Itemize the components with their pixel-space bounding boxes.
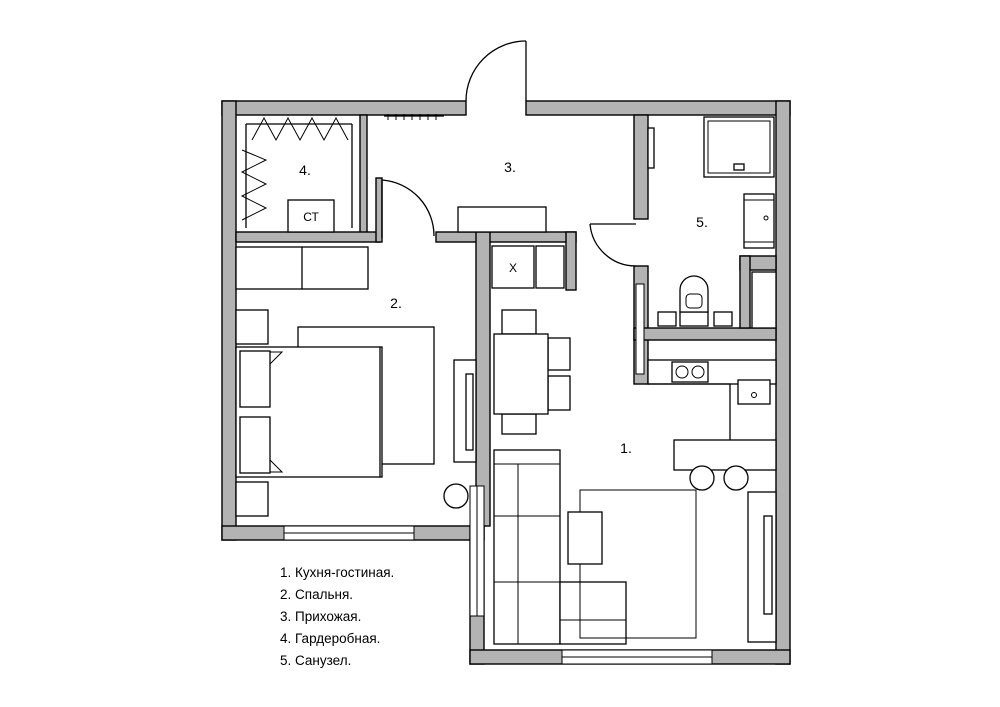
hallway-cabinet [457,206,547,233]
kitchen-partition-glass [635,283,645,375]
doors [381,40,637,267]
room-label-bedroom: 2. [390,295,402,311]
bedroom-tv [465,373,474,451]
toilet [679,275,709,327]
bedroom: 2. [235,246,477,517]
legend-item-bathroom: 5. Санузел. [280,653,352,668]
legend-item-bedroom: 2. Спальня. [280,587,354,602]
legend-item-hallway: 3. Прихожая. [280,609,362,624]
dining-chair-right-bottom [547,375,571,411]
wardrobe-table [287,199,335,233]
nightstand-bottom [235,481,269,517]
dining-chair-bottom [501,413,537,435]
bedroom-door [381,179,435,238]
nightstand-top [235,309,269,345]
hob [671,361,709,383]
bar-counter [673,439,777,471]
legend-item-kitchen-living: 1. Кухня-гостиная. [280,565,395,580]
wardrobe-table-label: СТ [303,210,319,224]
room-label-bathroom: 5. [696,214,708,230]
kitchen-cabinet [535,245,565,289]
bathroom-sink [743,193,775,249]
living-tv [763,515,773,615]
kitchen-sink [737,379,771,405]
fridge [491,245,535,289]
windows [283,283,713,665]
hallway: 3. [384,114,547,233]
dining-chair-right-top [547,337,571,371]
room-label-kitchen-living: 1. [620,440,632,456]
bedroom-pouf [443,483,469,509]
fridge-label: Х [509,261,517,275]
sofa [493,449,627,645]
entrance-door [465,40,527,102]
bathroom: 5. [647,116,777,329]
bathroom-niche [751,271,777,329]
coffee-table [567,511,603,565]
legend-item-wardrobe: 4. Гардеробная. [280,631,381,646]
bar-stool-right [723,465,749,491]
wardrobe-room: СТ 4. [240,116,353,233]
radiator [384,114,444,120]
room-label-wardrobe: 4. [299,162,311,178]
room-label-hallway: 3. [504,159,516,175]
kitchen-living: Х [491,245,777,645]
bathroom-door [589,223,637,267]
pillow-bottom [239,416,271,474]
pillow-top [239,350,271,408]
bar-stool-left [689,465,715,491]
dining-chair-top [501,309,537,335]
dining-table [493,333,549,415]
legend: 1. Кухня-гостиная. 2. Спальня. 3. Прихож… [280,562,394,672]
